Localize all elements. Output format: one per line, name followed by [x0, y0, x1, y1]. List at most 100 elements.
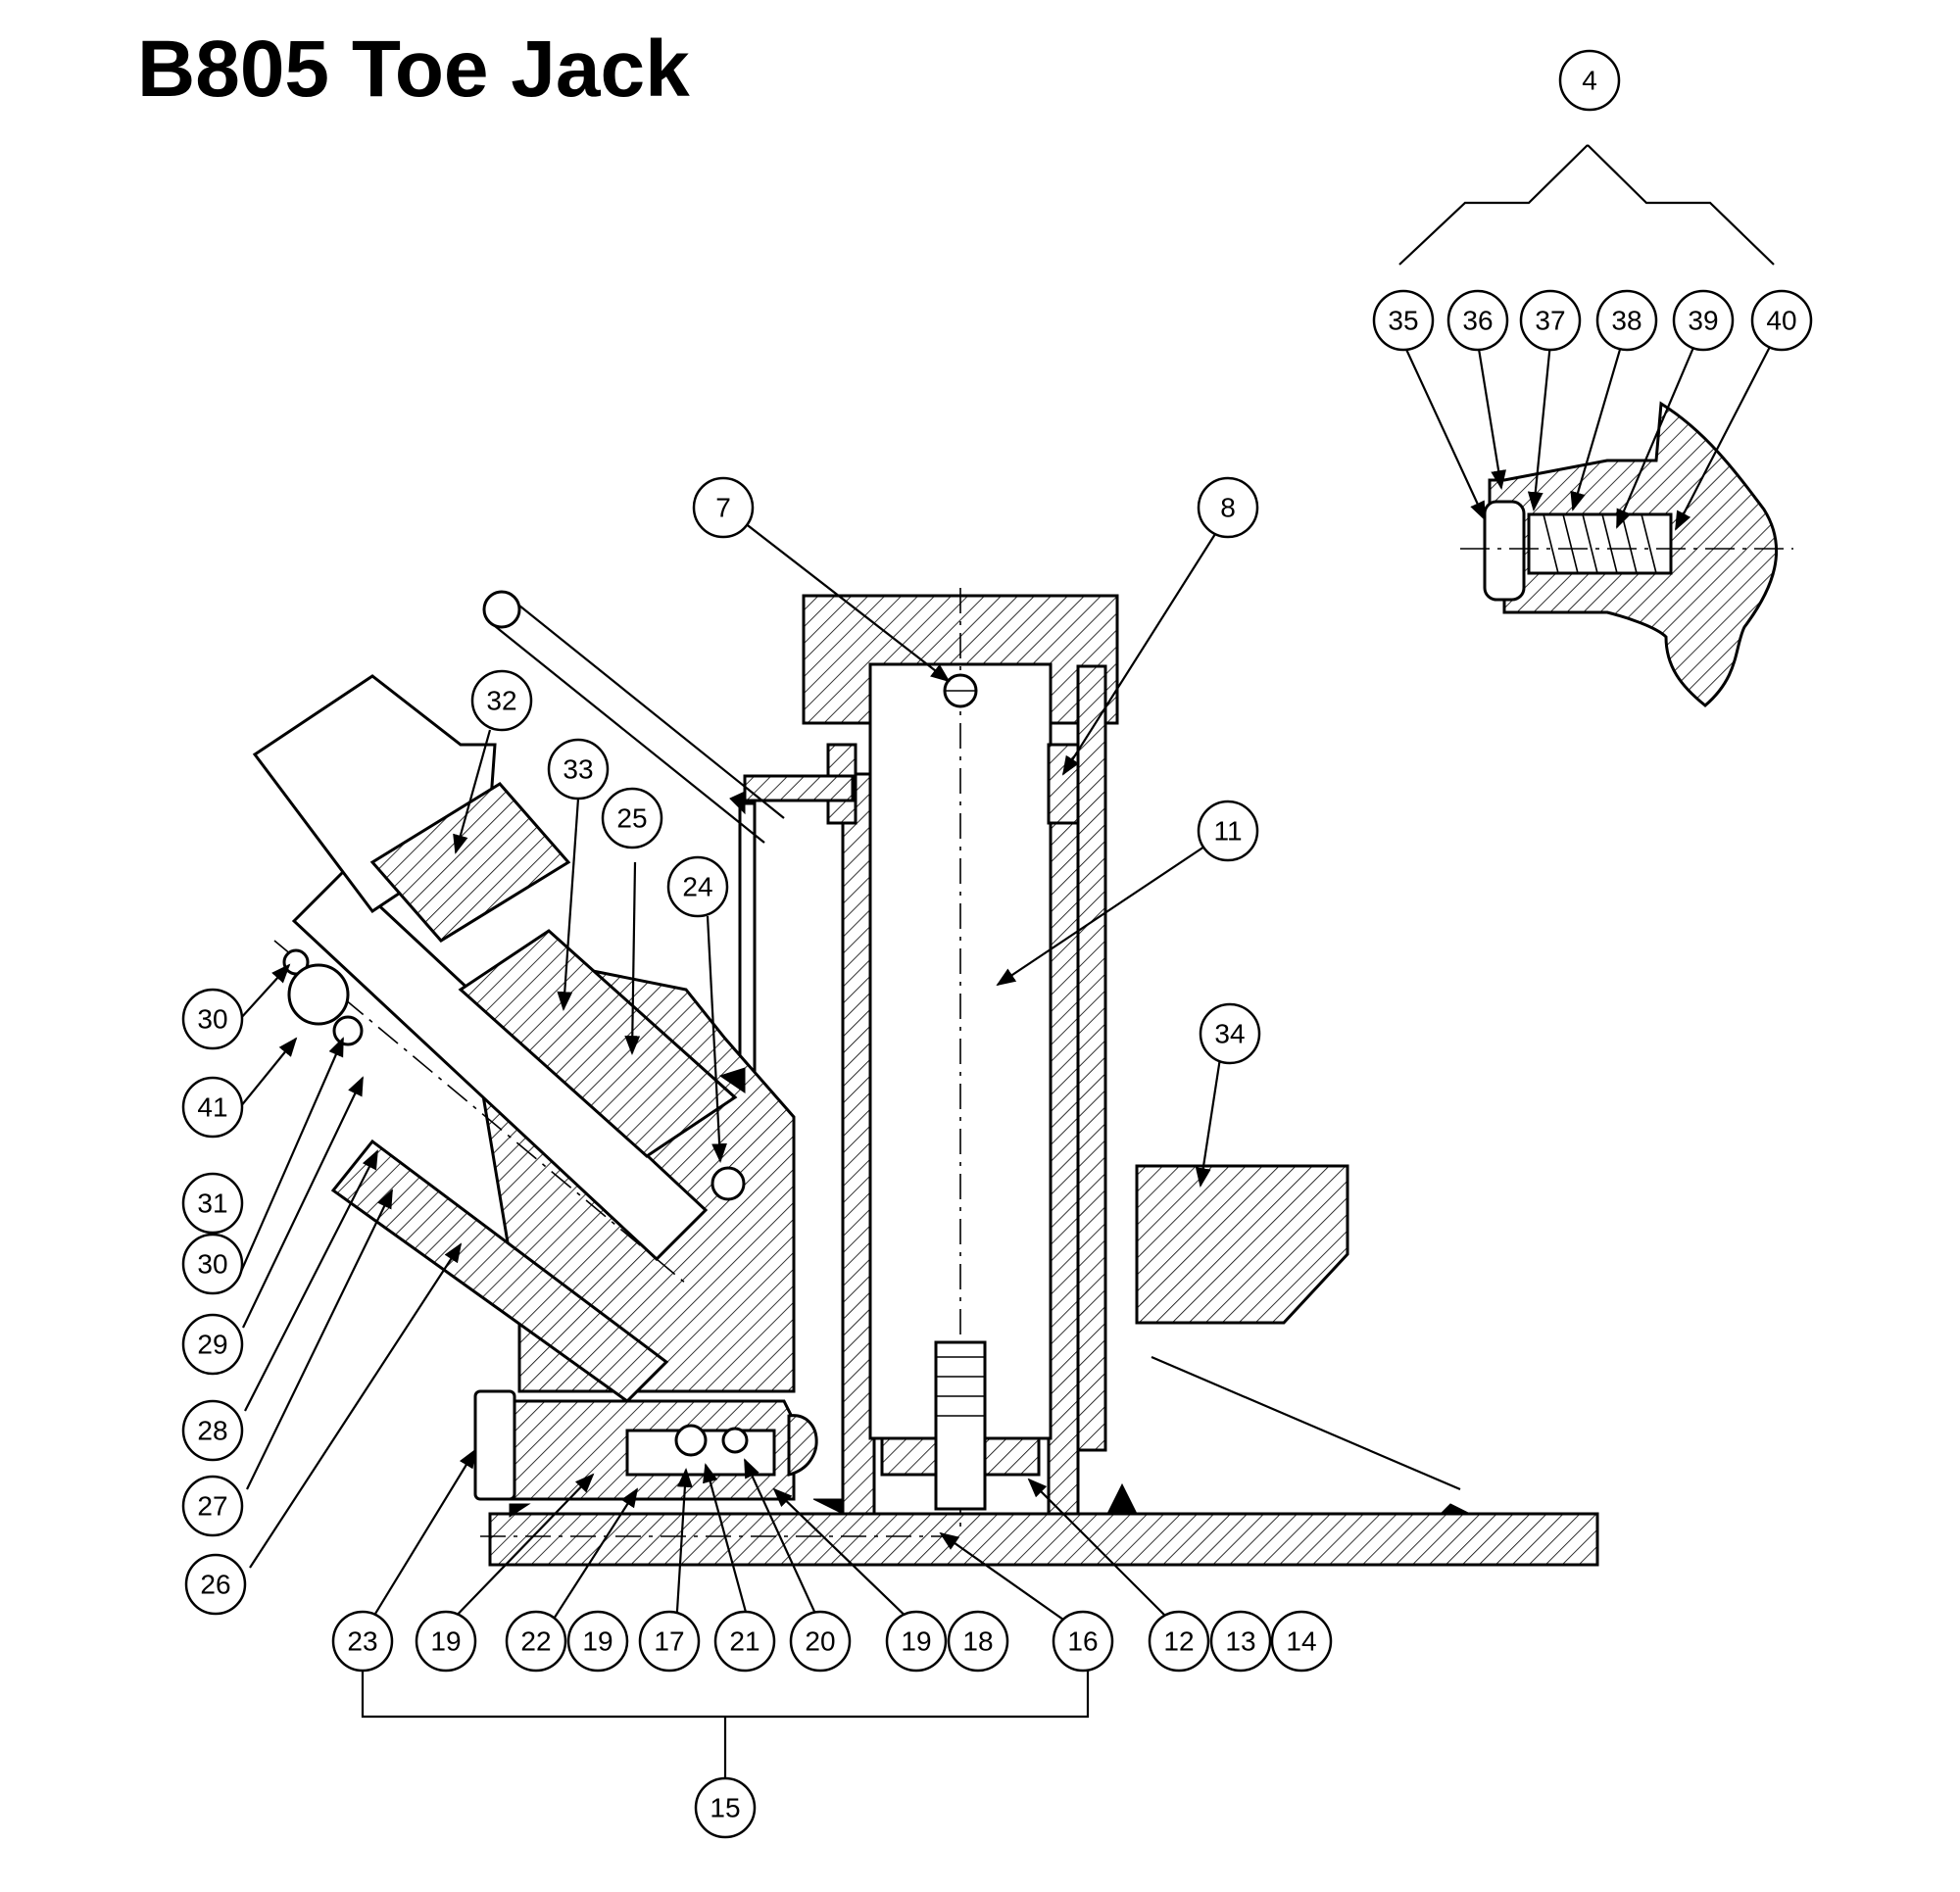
callout-label: 13	[1225, 1626, 1255, 1657]
callout-label: 40	[1766, 306, 1796, 336]
callout-label: 33	[563, 754, 593, 785]
callout-31: 31	[181, 1172, 244, 1235]
callout-circle	[181, 1399, 244, 1462]
callout-circle	[1558, 49, 1621, 112]
callout-label: 24	[682, 872, 712, 902]
callout-15: 15	[694, 1776, 757, 1839]
callout-label: 41	[197, 1092, 227, 1123]
callout-11: 11	[1197, 800, 1259, 862]
callout-circle	[885, 1610, 948, 1673]
callout-circle	[1199, 1002, 1261, 1065]
callout-26: 26	[184, 1553, 247, 1616]
callout-circle	[789, 1610, 852, 1673]
callout-circle	[181, 988, 244, 1050]
callout-19: 19	[885, 1610, 948, 1673]
main-jack-cross-section	[252, 588, 1599, 1567]
callout-32: 32	[470, 669, 533, 732]
detail-view-valve-assembly	[1398, 144, 1793, 707]
callout-label: 21	[729, 1626, 760, 1657]
callout-label: 29	[197, 1330, 227, 1360]
callout-34: 34	[1199, 1002, 1261, 1065]
callout-circle	[713, 1610, 776, 1673]
callout-7: 7	[692, 476, 755, 539]
callout-label: 27	[197, 1491, 227, 1522]
callout-circle	[1148, 1610, 1210, 1673]
callout-circle	[692, 476, 755, 539]
callout-circle	[666, 855, 729, 918]
callout-label: 38	[1611, 306, 1642, 336]
callout-label: 17	[654, 1626, 684, 1657]
callout-22: 22	[505, 1610, 567, 1673]
callout-circle	[601, 787, 663, 849]
callout-8: 8	[1197, 476, 1259, 539]
callout-30: 30	[181, 988, 244, 1050]
callout-18: 18	[947, 1610, 1009, 1673]
callout-label: 32	[486, 686, 516, 716]
callout-23: 23	[331, 1610, 394, 1673]
callout-circle	[947, 1610, 1009, 1673]
callout-24: 24	[666, 855, 729, 918]
callout-label: 30	[197, 1249, 227, 1280]
callout-circle	[1446, 289, 1509, 352]
callout-12: 12	[1148, 1610, 1210, 1673]
callout-circle	[1372, 289, 1435, 352]
callout-circle	[566, 1610, 629, 1673]
callout-17: 17	[638, 1610, 701, 1673]
callout-21: 21	[713, 1610, 776, 1673]
callout-16: 16	[1052, 1610, 1114, 1673]
callout-circle	[184, 1553, 247, 1616]
callout-label: 8	[1220, 493, 1236, 523]
callout-20: 20	[789, 1610, 852, 1673]
callout-label: 14	[1286, 1626, 1316, 1657]
callout-circle	[1197, 800, 1259, 862]
callout-circle	[1209, 1610, 1272, 1673]
callout-37: 37	[1519, 289, 1582, 352]
callout-label: 19	[901, 1626, 931, 1657]
callout-30: 30	[181, 1233, 244, 1295]
callout-25: 25	[601, 787, 663, 849]
callout-label: 26	[200, 1570, 230, 1600]
callout-circle	[181, 1233, 244, 1295]
callout-13: 13	[1209, 1610, 1272, 1673]
callout-label: 37	[1535, 306, 1565, 336]
callout-27: 27	[181, 1475, 244, 1537]
callout-label: 18	[962, 1626, 993, 1657]
callout-label: 22	[520, 1626, 551, 1657]
callout-label: 23	[347, 1626, 377, 1657]
callout-circle	[1750, 289, 1813, 352]
callout-label: 19	[582, 1626, 612, 1657]
page-title: B805 Toe Jack	[137, 24, 690, 114]
callout-19: 19	[415, 1610, 477, 1673]
callout-label: 25	[616, 803, 647, 834]
callout-29: 29	[181, 1313, 244, 1376]
callout-label: 31	[197, 1189, 227, 1219]
callout-circle	[331, 1610, 394, 1673]
callout-bubbles: 4 35 36 37 38 39 40 7 8 11 34 32 33 25 24 30 41 31 30 29 28 2…	[181, 49, 1813, 1839]
callout-label: 35	[1388, 306, 1418, 336]
callout-label: 28	[197, 1416, 227, 1446]
callout-circle	[1595, 289, 1658, 352]
callout-circle	[547, 738, 610, 800]
callout-41: 41	[181, 1076, 244, 1139]
callout-19: 19	[566, 1610, 629, 1673]
callout-label: 36	[1462, 306, 1493, 336]
callout-38: 38	[1595, 289, 1658, 352]
callout-label: 12	[1163, 1626, 1194, 1657]
callout-label: 7	[715, 493, 731, 523]
callout-circle	[181, 1172, 244, 1235]
leader-lines	[238, 518, 1222, 1778]
callout-label: 15	[710, 1793, 740, 1823]
callout-35: 35	[1372, 289, 1435, 352]
callout-circle	[1519, 289, 1582, 352]
callout-circle	[181, 1076, 244, 1139]
callout-circle	[505, 1610, 567, 1673]
callout-label: 39	[1688, 306, 1718, 336]
callout-4: 4	[1558, 49, 1621, 112]
callout-circle	[181, 1313, 244, 1376]
callout-circle	[1052, 1610, 1114, 1673]
callout-circle	[694, 1776, 757, 1839]
callout-circle	[415, 1610, 477, 1673]
callout-40: 40	[1750, 289, 1813, 352]
callout-circle	[638, 1610, 701, 1673]
